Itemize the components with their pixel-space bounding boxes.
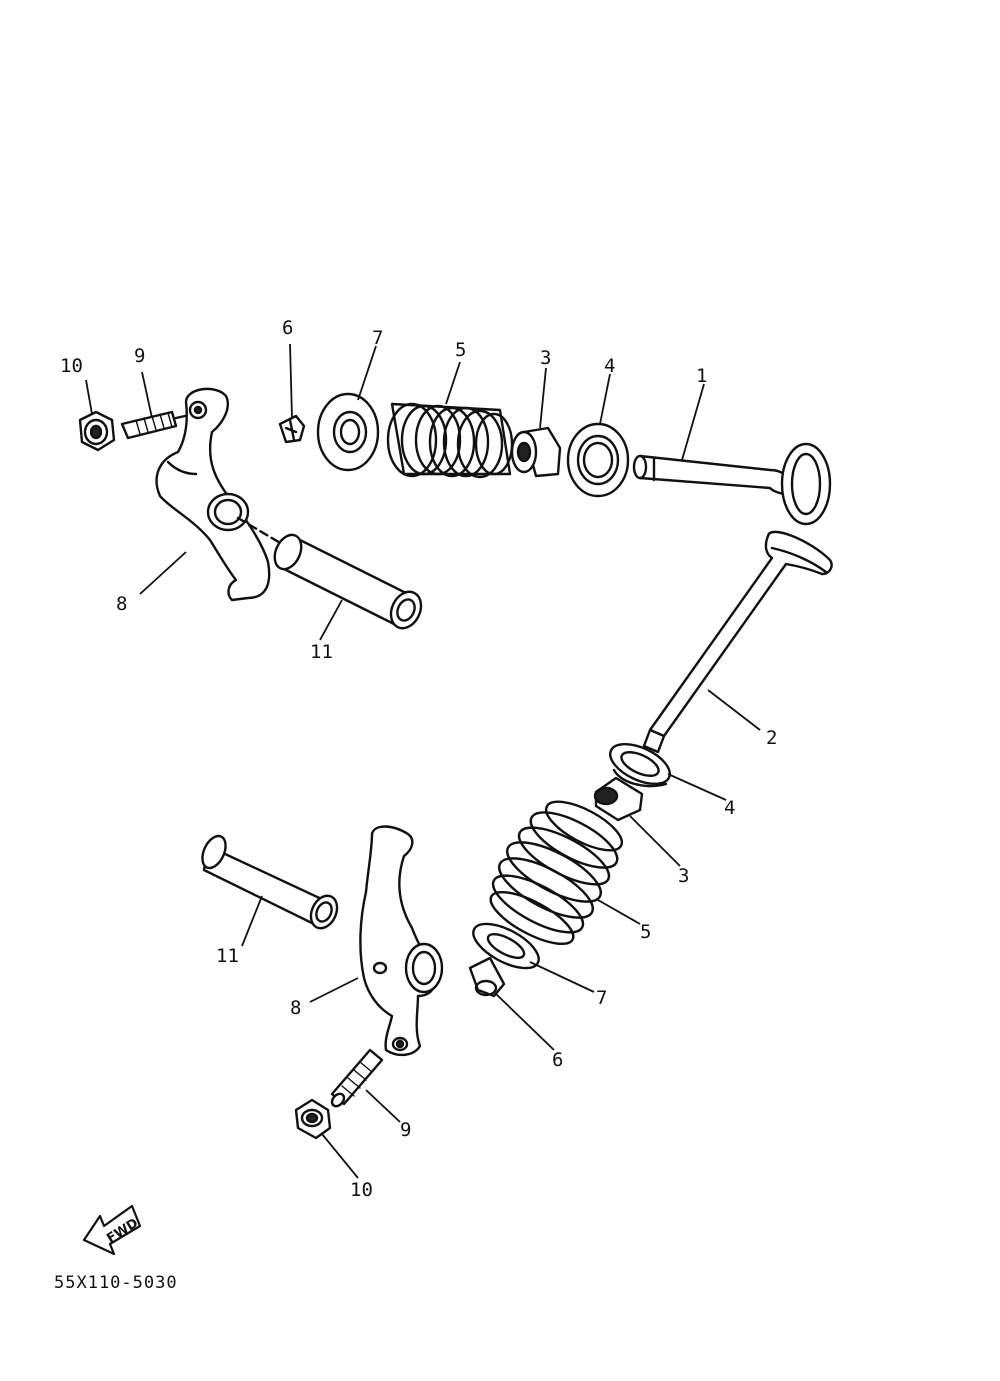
label-upper-10: 10 bbox=[60, 355, 83, 377]
upper-valve bbox=[632, 442, 832, 526]
label-lower-2: 2 bbox=[766, 727, 777, 749]
label-lower-3: 3 bbox=[678, 865, 689, 887]
lower-valve-cotter bbox=[468, 956, 506, 998]
upper-valve-cotter bbox=[278, 414, 306, 444]
label-upper-9: 9 bbox=[134, 345, 145, 367]
lower-nut bbox=[294, 1098, 332, 1140]
forward-direction-arrow: FWD bbox=[82, 1204, 141, 1256]
upper-nut bbox=[78, 410, 116, 452]
lower-valve-stem-seal bbox=[593, 776, 644, 822]
lower-spring-retainer bbox=[472, 922, 540, 970]
lower-valve bbox=[642, 530, 833, 754]
label-lower-5: 5 bbox=[640, 921, 651, 943]
label-upper-3: 3 bbox=[540, 347, 551, 369]
upper-rocker-shaft bbox=[236, 516, 423, 630]
label-lower-11: 11 bbox=[216, 945, 239, 967]
label-lower-7: 7 bbox=[596, 987, 607, 1009]
upper-spring-seat bbox=[566, 422, 630, 498]
label-upper-1: 1 bbox=[696, 365, 707, 387]
label-upper-11: 11 bbox=[310, 641, 333, 663]
label-lower-8: 8 bbox=[290, 997, 301, 1019]
lower-rocker-arm bbox=[359, 825, 444, 1057]
label-upper-7: 7 bbox=[372, 327, 383, 349]
label-lower-4: 4 bbox=[724, 797, 735, 819]
lower-adjusting-screw bbox=[330, 1048, 384, 1108]
drawing-code: 55X110-5030 bbox=[54, 1273, 178, 1293]
label-lower-9: 9 bbox=[400, 1119, 411, 1141]
label-upper-8: 8 bbox=[116, 593, 127, 615]
upper-valve-stem-seal bbox=[510, 426, 562, 478]
label-upper-6: 6 bbox=[282, 317, 293, 339]
label-upper-4: 4 bbox=[604, 355, 615, 377]
upper-adjusting-screw bbox=[120, 410, 196, 440]
part-number-labels: 1 3 4 5 6 7 8 9 10 11 2 3 4 5 6 7 8 9 10… bbox=[60, 317, 777, 1201]
leader-lines bbox=[85, 343, 761, 1179]
upper-valve-spring bbox=[386, 402, 514, 479]
label-lower-6: 6 bbox=[552, 1049, 563, 1071]
lower-valve-spring bbox=[489, 800, 624, 946]
label-upper-5: 5 bbox=[455, 339, 466, 361]
upper-rocker-arm bbox=[155, 387, 271, 602]
lower-rocker-shaft bbox=[201, 834, 339, 930]
label-lower-10: 10 bbox=[350, 1179, 373, 1201]
upper-spring-retainer bbox=[316, 392, 380, 472]
lower-spring-seat bbox=[609, 742, 671, 788]
